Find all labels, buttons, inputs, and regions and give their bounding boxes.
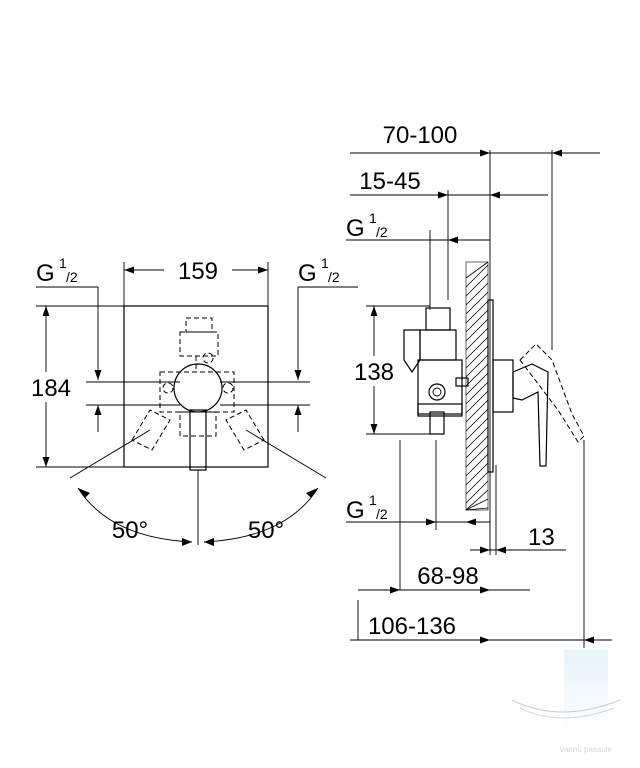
hatch-line bbox=[465, 309, 489, 333]
front-left-thread-main: G bbox=[36, 260, 55, 287]
depth-total-label: 70-100 bbox=[383, 122, 458, 149]
hatch-line bbox=[465, 507, 489, 511]
hatch-line bbox=[465, 291, 489, 315]
hatch-line bbox=[465, 453, 489, 477]
wall-hatch bbox=[465, 261, 489, 511]
front-view: 159 184 G 1 /2 G 1 /2 bbox=[26, 255, 358, 546]
hatch-line bbox=[465, 261, 489, 279]
hatch-line bbox=[465, 354, 489, 378]
side-top-thread-main: G bbox=[346, 215, 365, 242]
cover-plate-side bbox=[487, 299, 494, 473]
side-bottom-thread-den: /2 bbox=[376, 506, 388, 522]
side-view: 70-100 15-45 G 1 /2 138 bbox=[346, 122, 612, 648]
depth-inner-label: 15-45 bbox=[359, 168, 420, 195]
front-right-thread-num: 1 bbox=[321, 255, 329, 271]
hatch-line bbox=[465, 363, 489, 387]
front-height-label: 184 bbox=[31, 375, 71, 402]
hatch-line bbox=[465, 435, 489, 459]
hatch-line bbox=[465, 462, 489, 486]
hatch-line bbox=[465, 489, 489, 511]
handle-side bbox=[512, 363, 549, 467]
side-top-thread-den: /2 bbox=[376, 224, 388, 240]
side-bottom-thread-main: G bbox=[346, 497, 365, 524]
hatch-line bbox=[465, 426, 489, 450]
hatch-line bbox=[465, 318, 489, 342]
hatch-line bbox=[465, 480, 489, 504]
hatch-line bbox=[465, 336, 489, 360]
hatch-line bbox=[465, 327, 489, 351]
hatch-line bbox=[465, 300, 489, 324]
hidden-valve-body bbox=[131, 317, 265, 451]
hatch-line bbox=[465, 444, 489, 468]
cover-plate bbox=[123, 305, 269, 468]
front-left-thread-num: 1 bbox=[59, 255, 67, 271]
body-depth-label: 68-98 bbox=[417, 563, 478, 590]
front-right-thread-main: G bbox=[298, 260, 317, 287]
front-left-thread-den: /2 bbox=[66, 269, 78, 285]
hatch-line bbox=[465, 471, 489, 495]
handle-lever bbox=[189, 409, 207, 471]
right-angle-label: 50° bbox=[248, 517, 284, 544]
hatch-line bbox=[465, 345, 489, 369]
side-height-label: 138 bbox=[354, 359, 394, 386]
front-width-label: 159 bbox=[178, 258, 218, 285]
watermark-logo: vannu pasaule bbox=[511, 650, 621, 754]
hatch-line bbox=[465, 273, 489, 297]
hatch-line bbox=[465, 264, 489, 288]
hatch-line bbox=[465, 390, 489, 414]
hatch-line bbox=[465, 399, 489, 423]
hatch-line bbox=[465, 282, 489, 306]
hatch-line bbox=[465, 417, 489, 441]
right-angle-arc bbox=[203, 487, 319, 543]
hatch-line bbox=[465, 408, 489, 432]
hatch-line bbox=[465, 372, 489, 396]
hatch-line bbox=[465, 381, 489, 405]
overall-depth-label: 106-136 bbox=[368, 613, 456, 640]
left-angle-arc bbox=[77, 487, 193, 543]
front-right-thread-den: /2 bbox=[328, 269, 340, 285]
rosette-side bbox=[492, 359, 514, 413]
watermark-text: vannu pasaule bbox=[560, 745, 613, 754]
left-angle-label: 50° bbox=[112, 517, 148, 544]
side-bottom-thread-num: 1 bbox=[369, 492, 377, 508]
side-top-thread-num: 1 bbox=[369, 210, 377, 226]
plate-thickness-label: 13 bbox=[528, 524, 555, 551]
hatch-line bbox=[465, 498, 489, 511]
valve-body-side bbox=[403, 307, 469, 435]
handle-rosette bbox=[173, 363, 223, 413]
